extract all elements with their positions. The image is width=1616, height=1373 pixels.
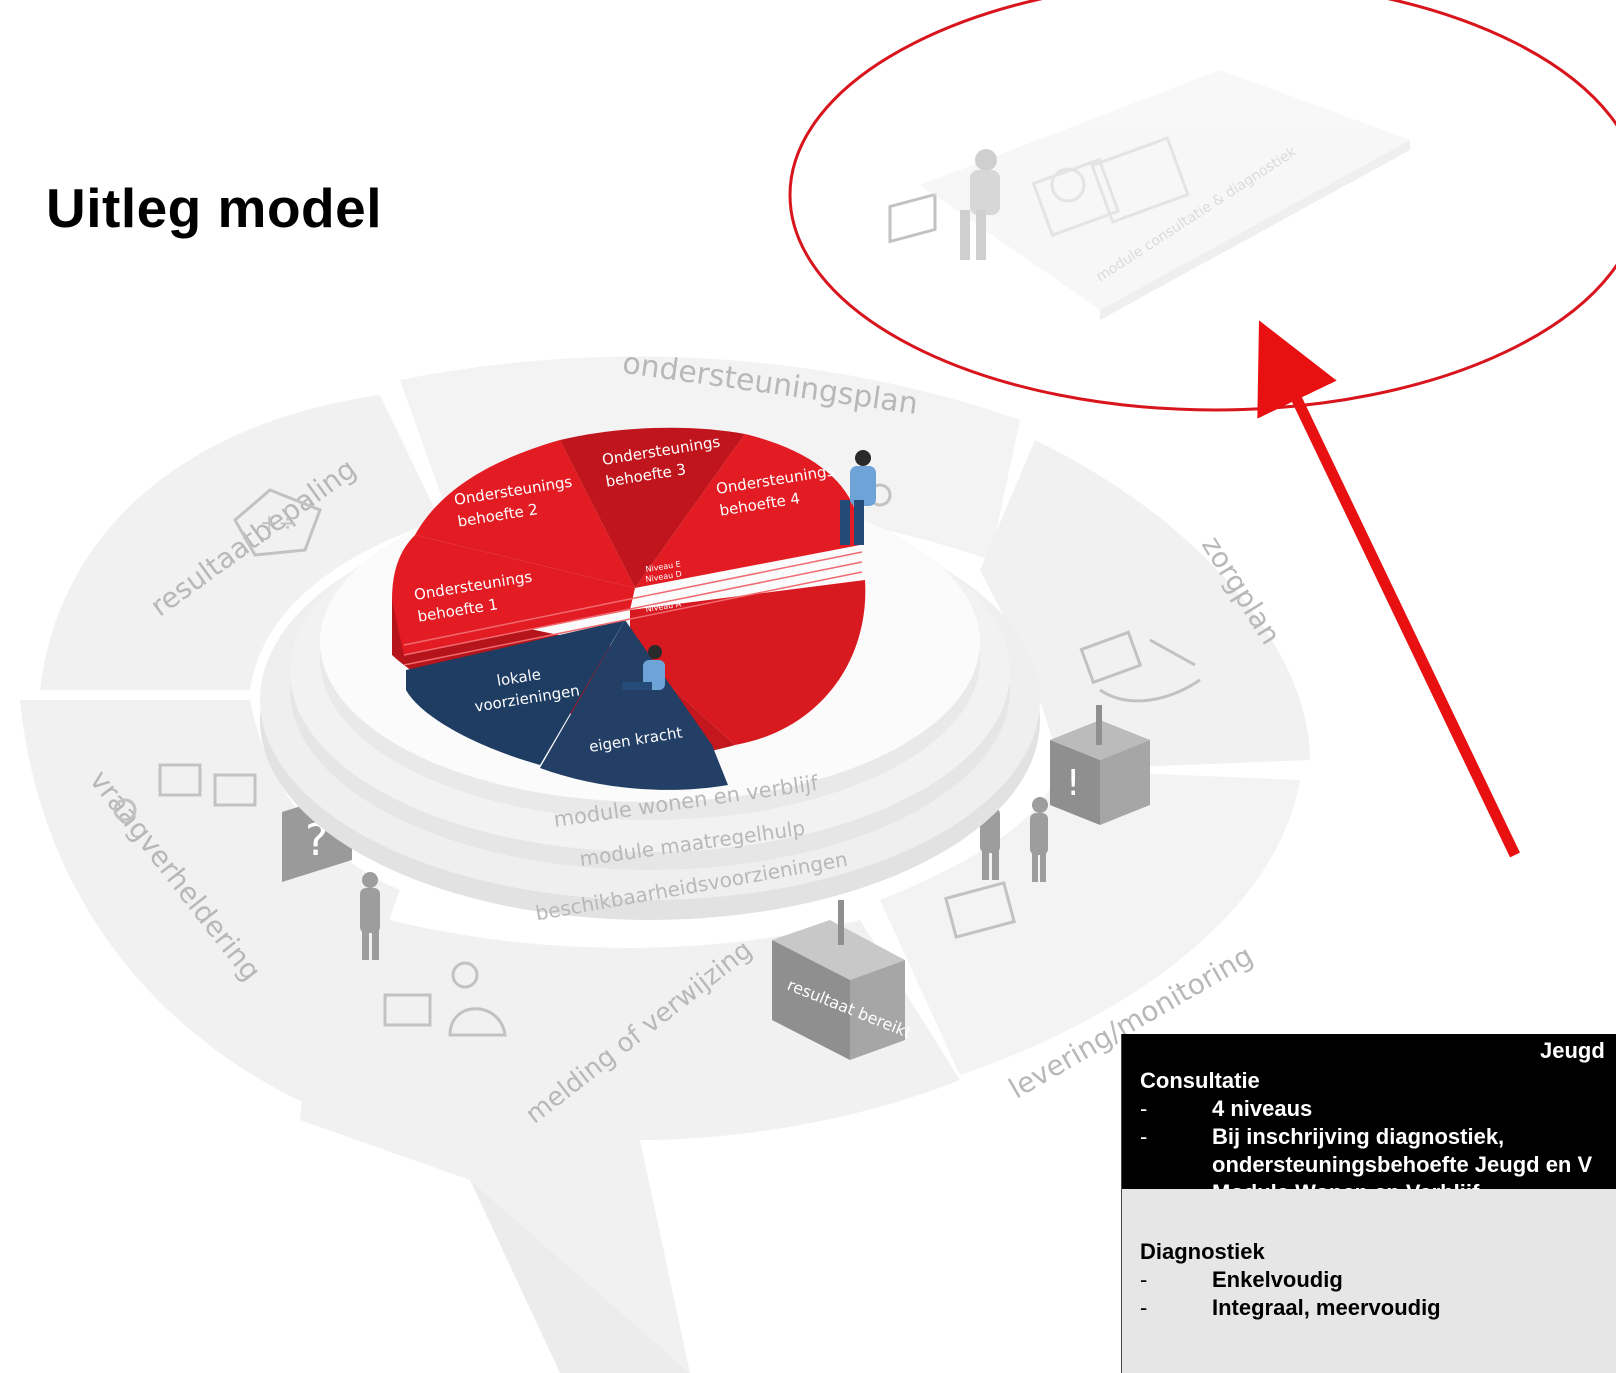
diagnostiek-section: Diagnostiek - Enkelvoudig - Integraal, m…: [1122, 1189, 1616, 1373]
support-pie: [392, 427, 866, 790]
page-title: Uitleg model: [46, 177, 383, 239]
panel-header: Jeugd: [1540, 1038, 1605, 1063]
pie-segment-lokale-voorzieningen: [406, 620, 625, 765]
svg-text:+÷: +÷: [260, 511, 297, 536]
vraagverheldering-icon: [113, 763, 257, 822]
annotation-arrow: [1257, 320, 1520, 858]
result-box-icon: resultaat bereikt: [772, 900, 914, 1060]
pie-segment-3: [560, 427, 745, 588]
resultaatbepaling-icon: +÷: [233, 488, 322, 557]
pie-segment-2: [415, 440, 635, 588]
list-item-continued: ondersteuningsbehoefte Jeugd en V: [1212, 1152, 1593, 1177]
zorgplan-icon: [1079, 630, 1201, 703]
highlight-ellipse: [788, 0, 1616, 412]
diagnostiek-title: Diagnostiek: [1140, 1239, 1265, 1264]
info-panel: Jeugd Consultatie - 4 niveaus - Bij insc…: [1121, 1034, 1616, 1373]
consultatie-title: Consultatie: [1140, 1068, 1260, 1093]
pie-segment-eigen-kracht: [540, 620, 728, 790]
pie-segment-4: [635, 434, 860, 588]
levering-monitoring-icon: [944, 881, 1016, 939]
person-kneeling-icon: [622, 645, 665, 690]
person-sitting-icon: [840, 450, 876, 545]
consultatie-section: Jeugd Consultatie - 4 niveaus - Bij insc…: [1122, 1034, 1616, 1205]
level-labels: Niveau E Niveau D Niveau C Niveau B Nive…: [645, 560, 683, 614]
melding-of-verwijzing-icon: [383, 961, 507, 1037]
module-card: module consultatie & diagnostiek: [920, 70, 1410, 320]
svg-text:!: !: [1066, 763, 1080, 804]
exclamation-box-icon: !: [1050, 705, 1150, 825]
pie-segment-1: [392, 535, 635, 655]
